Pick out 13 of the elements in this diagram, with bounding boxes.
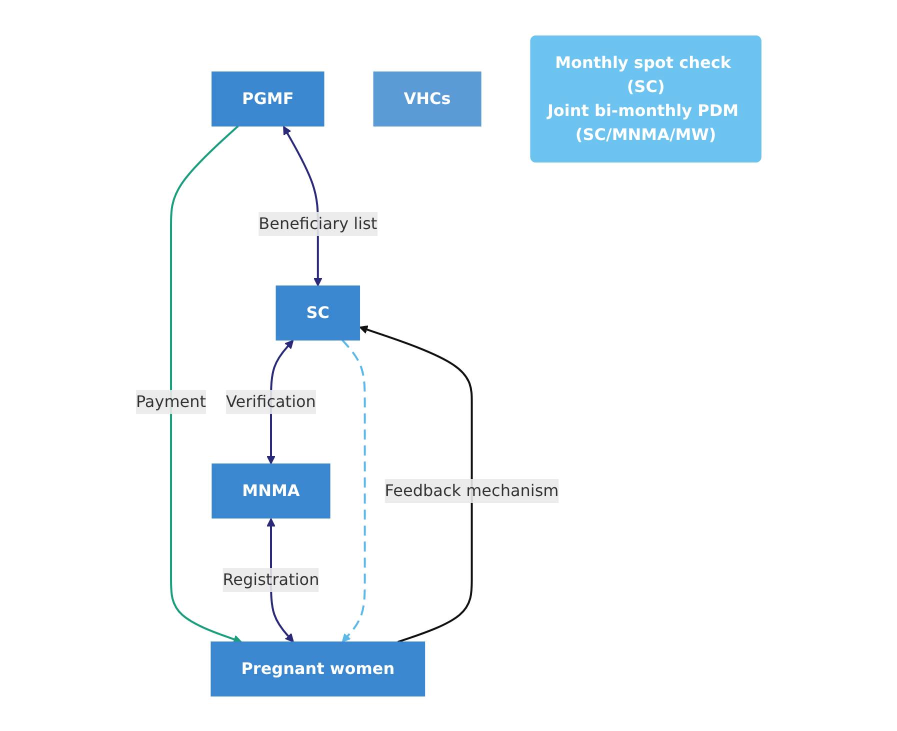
arrow [342, 338, 366, 642]
edge-label: Payment [136, 391, 206, 410]
edge-label: Feedback mechanism [384, 480, 559, 500]
arrow [359, 324, 473, 642]
node-box: MNMA [212, 463, 330, 518]
arrow [170, 124, 242, 643]
node-box: VHCs [373, 71, 482, 126]
node-box: SC [276, 285, 360, 340]
node-box: Pregnant women [210, 640, 426, 696]
edge-label: Registration [222, 569, 320, 588]
edge-label: Verification [226, 391, 316, 410]
node-box: PGMF [212, 71, 324, 126]
edge-label: Beneficiary list [258, 213, 378, 232]
